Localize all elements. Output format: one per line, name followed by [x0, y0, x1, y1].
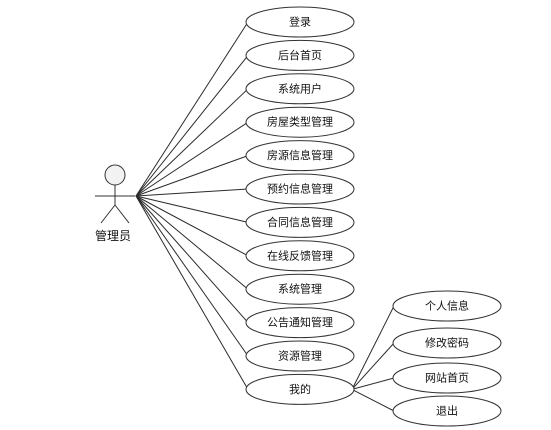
- association-line-personal-info: [351, 305, 395, 390]
- use-case-label: 资源管理: [278, 349, 322, 363]
- association-lines: [135, 21, 395, 412]
- sub-use-case-ellipse: [392, 290, 502, 322]
- use-case-label: 我的: [289, 382, 311, 396]
- association-line-notice-mgmt: [135, 195, 249, 323]
- use-case-system-mgmt[interactable]: 系统管理: [245, 273, 355, 305]
- use-case-ellipse: [245, 106, 355, 138]
- use-case-ellipse: [245, 73, 355, 105]
- sub-use-case-logout[interactable]: 退出: [392, 395, 502, 427]
- use-case-house-type-mgmt[interactable]: 房屋类型管理: [245, 106, 355, 138]
- association-line-site-home: [351, 377, 395, 390]
- use-case-label: 登录: [289, 15, 311, 29]
- use-cases: 登录后台首页系统用户房屋类型管理房源信息管理预约信息管理合同信息管理在线反馈管理…: [245, 6, 355, 405]
- sub-use-case-site-home[interactable]: 网站首页: [392, 362, 502, 394]
- use-case-ellipse: [245, 39, 355, 71]
- sub-use-case-label: 网站首页: [425, 371, 469, 385]
- use-case-label: 后台首页: [278, 48, 322, 62]
- association-line-admin-home: [135, 55, 249, 197]
- use-case-contract-mgmt[interactable]: 合同信息管理: [245, 206, 355, 238]
- use-case-ellipse: [245, 373, 355, 405]
- association-line-mine: [135, 195, 249, 390]
- use-case-house-info-mgmt[interactable]: 房源信息管理: [245, 140, 355, 172]
- sub-use-case-ellipse: [392, 327, 502, 359]
- sub-use-case-label: 个人信息: [425, 299, 469, 313]
- association-line-feedback-mgmt: [135, 195, 249, 257]
- use-case-system-users[interactable]: 系统用户: [245, 73, 355, 105]
- use-case-booking-mgmt[interactable]: 预约信息管理: [245, 173, 355, 205]
- use-case-label: 房屋类型管理: [267, 115, 333, 129]
- use-case-ellipse: [245, 206, 355, 238]
- association-line-house-type-mgmt: [135, 121, 249, 197]
- actor-left-leg: [100, 204, 116, 224]
- actor-right-leg: [114, 204, 130, 224]
- use-case-mine[interactable]: 我的: [245, 373, 355, 405]
- use-case-resource-mgmt[interactable]: 资源管理: [245, 340, 355, 372]
- association-line-house-info-mgmt: [135, 155, 249, 197]
- use-case-ellipse: [245, 307, 355, 339]
- sub-use-case-label: 修改密码: [425, 336, 469, 350]
- use-case-admin-home[interactable]: 后台首页: [245, 39, 355, 71]
- use-case-ellipse: [245, 273, 355, 305]
- use-case-ellipse: [245, 340, 355, 372]
- use-case-ellipse: [245, 240, 355, 272]
- use-case-notice-mgmt[interactable]: 公告通知管理: [245, 307, 355, 339]
- use-case-ellipse: [245, 6, 355, 38]
- sub-use-case-change-password[interactable]: 修改密码: [392, 327, 502, 359]
- association-line-contract-mgmt: [135, 195, 249, 223]
- sub-use-case-personal-info[interactable]: 个人信息: [392, 290, 502, 322]
- use-case-label: 公告通知管理: [267, 315, 333, 329]
- actor-head: [104, 164, 126, 186]
- association-line-logout: [351, 388, 395, 412]
- association-line-login: [135, 21, 249, 197]
- use-case-label: 房源信息管理: [267, 148, 333, 162]
- actor-admin: 管理员: [95, 164, 135, 243]
- sub-use-case-ellipse: [392, 362, 502, 394]
- association-line-resource-mgmt: [135, 195, 249, 357]
- use-case-login[interactable]: 登录: [245, 6, 355, 38]
- association-line-system-users: [135, 88, 249, 197]
- use-case-ellipse: [245, 173, 355, 205]
- actor-label: 管理员: [95, 228, 131, 243]
- sub-use-case-label: 退出: [436, 404, 458, 418]
- association-line-system-mgmt: [135, 195, 249, 290]
- use-case-feedback-mgmt[interactable]: 在线反馈管理: [245, 240, 355, 272]
- use-case-label: 在线反馈管理: [267, 248, 333, 262]
- use-case-label: 合同信息管理: [267, 215, 333, 229]
- association-line-change-password: [351, 342, 395, 390]
- use-case-label: 系统管理: [278, 282, 322, 296]
- use-case-label: 预约信息管理: [267, 182, 333, 196]
- use-case-ellipse: [245, 140, 355, 172]
- association-line-booking-mgmt: [135, 188, 249, 197]
- sub-use-case-ellipse: [392, 395, 502, 427]
- use-case-label: 系统用户: [278, 81, 322, 95]
